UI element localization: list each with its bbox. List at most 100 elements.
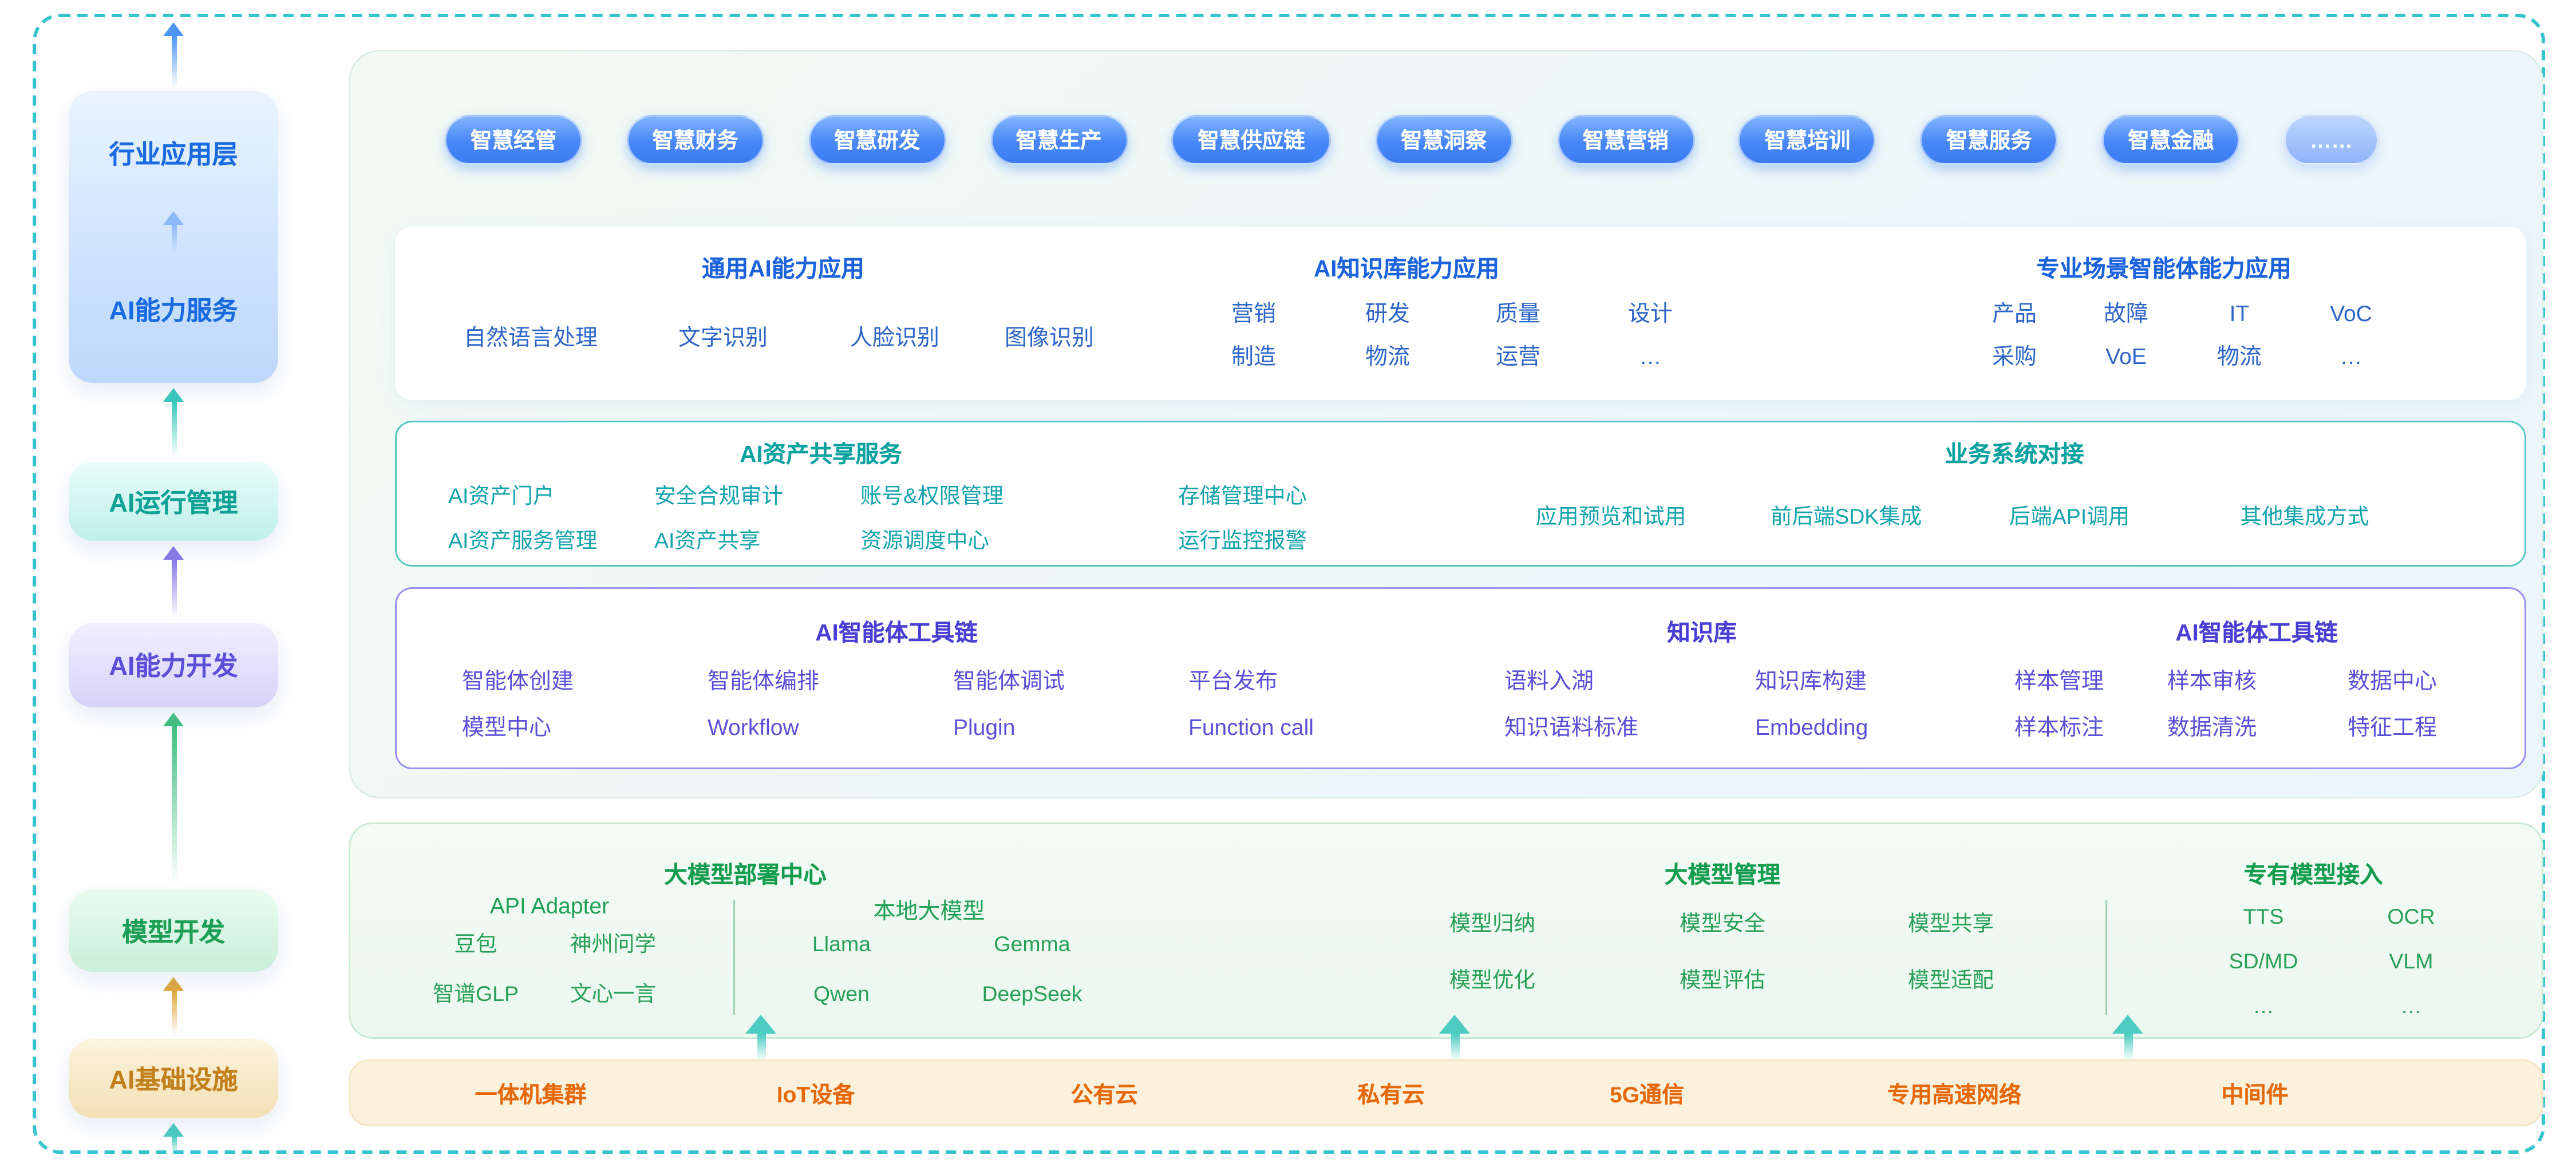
layer-ai-capability-dev: AI能力开发 (69, 623, 278, 707)
layer-industry-application: 行业应用层 AI能力服务 (69, 91, 278, 383)
kb-col: 语料入湖知识语料标准 (1504, 668, 1639, 740)
agent-scene-col: VoC… (2330, 300, 2372, 369)
general-ai-item: 自然语言处理 (463, 325, 598, 350)
integration-item: 其他集成方式 (2240, 505, 2369, 529)
layer-ai-infrastructure: AI基础设施 (69, 1039, 278, 1118)
model-manage-col: 模型安全模型评估 (1679, 912, 1766, 992)
flow-arrow-up-icon (2112, 1015, 2143, 1061)
app-pill: 智慧培训 (1739, 114, 1876, 164)
knowledge-col: 研发物流 (1365, 300, 1411, 369)
vertical-divider (733, 900, 735, 1015)
app-pill: 智慧财务 (626, 114, 764, 164)
layer-label: AI基础设施 (109, 1065, 238, 1095)
app-pill: 智慧经管 (445, 114, 583, 164)
toolchain2-col: 数据中心特征工程 (2348, 668, 2437, 740)
title-knowledge-ai: AI知识库能力应用 (1314, 256, 1499, 282)
app-pill-more: …… (2283, 114, 2379, 164)
api-model-col: 神州问学文心一言 (570, 932, 657, 1006)
app-pill: 智慧洞察 (1375, 114, 1513, 164)
infra-item: 中间件 (2221, 1082, 2289, 1107)
layer-ai-operation: AI运行管理 (69, 462, 278, 541)
asset-col: 存储管理中心运行监控报警 (1178, 484, 1307, 553)
infra-item: 公有云 (1070, 1082, 1138, 1107)
model-manage-col: 模型归纳模型优化 (1449, 912, 1536, 992)
title-agent-toolchain: AI智能体工具链 (815, 620, 978, 646)
app-pill-row: 智慧经管 智慧财务 智慧研发 智慧生产 智慧供应链 智慧洞察 智慧营销 智慧培训… (445, 113, 2379, 165)
layer-label: AI能力服务 (109, 297, 238, 326)
title-agent-toolchain-2: AI智能体工具链 (2175, 620, 2338, 646)
flow-arrow-up-icon (161, 1123, 185, 1154)
integration-item: 应用预览和试用 (1535, 505, 1686, 529)
infra-item: 专用高速网络 (1887, 1082, 2022, 1107)
title-private-model: 专有模型接入 (2243, 862, 2383, 888)
layer-label: AI运行管理 (109, 488, 238, 518)
title-biz-integration: 业务系统对接 (1945, 441, 2084, 467)
infra-item: IoT设备 (776, 1082, 855, 1107)
infra-item: 5G通信 (1609, 1082, 1685, 1107)
flow-arrow-up-icon (161, 977, 185, 1035)
title-model-manage: 大模型管理 (1664, 862, 1781, 888)
infra-item: 私有云 (1357, 1082, 1425, 1107)
layer-model-dev: 模型开发 (69, 889, 278, 972)
infrastructure-bar: 一体机集群 IoT设备 公有云 私有云 5G通信 专用高速网络 中间件 (349, 1059, 2543, 1126)
general-ai-item: 图像识别 (1004, 325, 1095, 350)
general-ai-item: 文字识别 (678, 325, 768, 350)
flow-arrow-up-icon (161, 713, 185, 884)
app-pill: 智慧服务 (1920, 114, 2058, 164)
asset-col: 账号&权限管理资源调度中心 (860, 484, 1004, 553)
app-pill: 智慧生产 (990, 114, 1128, 164)
vertical-divider (2105, 900, 2107, 1015)
flow-arrow-up-icon (745, 1015, 776, 1061)
toolchain-col: 智能体创建模型中心 (462, 668, 574, 740)
outer-dashed-frame (33, 14, 2545, 1154)
infra-item: 一体机集群 (475, 1082, 587, 1107)
title-asset-share: AI资产共享服务 (740, 441, 902, 467)
label-api-adapter: API Adapter (489, 893, 610, 919)
flow-arrow-up-icon (161, 22, 185, 88)
capability-card: 通用AI能力应用 自然语言处理 文字识别 人脸识别 图像识别 AI知识库能力应用… (395, 227, 2526, 400)
title-general-ai: 通用AI能力应用 (702, 256, 864, 282)
title-model-deploy: 大模型部署中心 (664, 862, 827, 888)
up-arrow-icon (161, 211, 185, 252)
general-ai-item: 人脸识别 (850, 325, 940, 350)
integration-item: 后端API调用 (2009, 505, 2130, 529)
app-pill: 智慧研发 (808, 114, 946, 164)
application-layer-panel: 智慧经管 智慧财务 智慧研发 智慧生产 智慧供应链 智慧洞察 智慧营销 智慧培训… (349, 50, 2543, 798)
flow-arrow-up-icon (161, 388, 185, 457)
layer-label: AI能力开发 (109, 652, 238, 682)
flow-arrow-up-icon (161, 546, 185, 618)
title-agent-scene: 专业场景智能体能力应用 (2036, 256, 2291, 282)
knowledge-col: 质量运营 (1495, 300, 1541, 369)
toolchain2-col: 样本管理样本标注 (2014, 668, 2104, 740)
model-manage-col: 模型共享模型适配 (1907, 912, 1994, 992)
api-model-col: 豆包智谱GLP (432, 932, 519, 1006)
agent-scene-col: 产品采购 (1992, 300, 2037, 369)
knowledge-col: 设计… (1627, 300, 1673, 369)
label-local-models: 本地大模型 (873, 898, 985, 924)
layer-label: 行业应用层 (109, 141, 238, 170)
app-pill: 智慧金融 (2102, 114, 2240, 164)
layer-label: 模型开发 (121, 917, 225, 947)
flow-arrow-up-icon (1439, 1015, 1470, 1061)
toolchain2-col: 样本审核数据清洗 (2167, 668, 2257, 740)
app-pill: 智慧营销 (1556, 114, 1694, 164)
app-pill: 智慧供应链 (1172, 114, 1331, 164)
knowledge-col: 营销制造 (1231, 300, 1277, 369)
model-layer-panel: 大模型部署中心 API Adapter 豆包智谱GLP 神州问学文心一言 本地大… (349, 822, 2543, 1039)
integration-item: 前后端SDK集成 (1770, 505, 1922, 529)
title-knowledge-base: 知识库 (1667, 620, 1737, 646)
